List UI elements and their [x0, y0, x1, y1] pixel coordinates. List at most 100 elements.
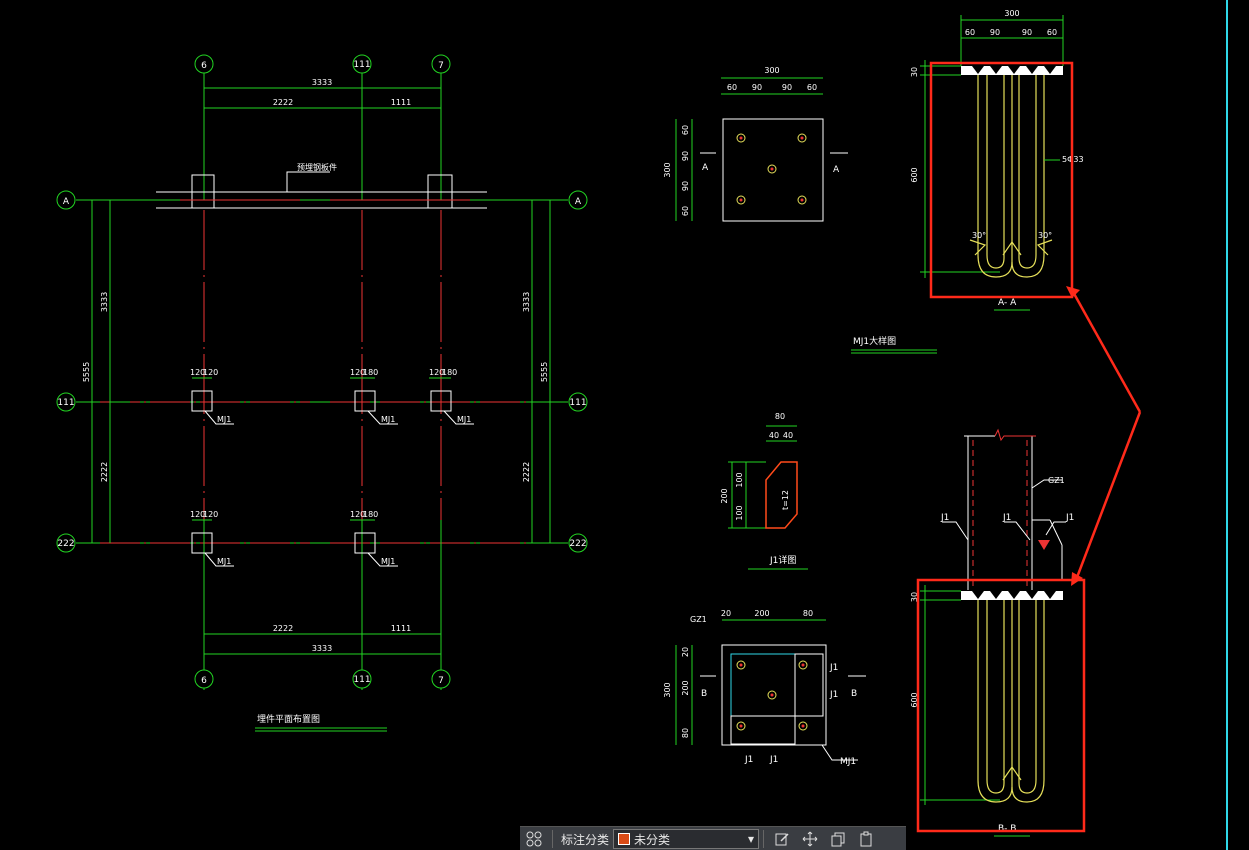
embed-mj1[interactable]: 120 180 MJ1 — [429, 368, 474, 425]
grid-bubble-6-bottom: 6 — [201, 676, 207, 686]
gz1-side-dim: 80 — [681, 728, 690, 738]
section-mark-b-left: B — [701, 689, 707, 699]
mj1-part: 90 — [752, 83, 762, 92]
dim-top-left: 2222 — [273, 98, 293, 107]
mj1-side-part: 60 — [681, 206, 690, 216]
embed-dim: 180 — [442, 368, 457, 377]
aa-plate: 30 — [910, 67, 919, 77]
grid-bubble-222-left: 222 — [57, 539, 74, 549]
gz1-label: GZ1 — [690, 615, 707, 624]
embed-dim: 120 — [190, 510, 205, 519]
j1-h1: 100 — [735, 472, 744, 487]
grid-bubble-111: 111 — [353, 60, 370, 70]
grid-bubble-222-right: 222 — [569, 539, 586, 549]
gz1-j1-label: J1 — [829, 663, 838, 673]
aa-part: 90 — [1022, 28, 1032, 37]
mj1-part: 90 — [782, 83, 792, 92]
grid-bubble-6: 6 — [201, 61, 207, 71]
selection-box-aa[interactable] — [929, 61, 1074, 299]
gz1-top-dim: 80 — [803, 609, 813, 618]
move-icon[interactable] — [799, 828, 821, 850]
grid-bubble-7-bottom: 7 — [438, 676, 444, 686]
embed-dim: 120 — [203, 510, 218, 519]
dim-top-right: 1111 — [391, 98, 411, 107]
chevron-down-icon: ▾ — [747, 832, 755, 846]
gz1-j1-label: J1 — [744, 755, 753, 765]
bb-label: B- B — [998, 824, 1016, 834]
selection-box-bb[interactable] — [916, 578, 1086, 833]
callout-arrowhead — [1066, 286, 1080, 298]
aa-part: 60 — [1047, 28, 1057, 37]
selection-annotations[interactable] — [916, 61, 1142, 833]
section-mark-a-left: A — [702, 163, 709, 173]
category-selected: 未分类 — [634, 832, 671, 847]
aa-angle-left: 30° — [972, 231, 986, 240]
mj1-side-part: 90 — [681, 181, 690, 191]
grid-apps-icon[interactable] — [523, 828, 545, 850]
j1-title: J1详图 — [769, 554, 796, 566]
embed-mj1[interactable]: 120 120 MJ1 — [190, 368, 234, 425]
aa-total: 300 — [1004, 9, 1019, 18]
aa-part: 60 — [965, 28, 975, 37]
dim-bottom-right: 1111 — [391, 624, 411, 633]
mj1-title: MJ1大样图 — [853, 335, 896, 347]
dim-bottom-left: 2222 — [273, 624, 293, 633]
aa-depth: 600 — [910, 167, 919, 182]
dim-right-upper: 3333 — [522, 292, 531, 312]
grid-bubble-A-right: A — [575, 197, 582, 207]
dim-right-total: 5555 — [540, 362, 549, 382]
gz1-side-dim: 20 — [681, 647, 690, 657]
toolbar-separator — [763, 830, 765, 848]
mj1-part: 60 — [727, 83, 737, 92]
mj1-part: 60 — [807, 83, 817, 92]
embed-dim: 120 — [429, 368, 444, 377]
j1-detail: 80 40 40 200 100 100 t=12 J1详图 — [720, 412, 808, 570]
gz1-top-dim: 20 — [721, 609, 731, 618]
annotation-toolbar: 标注分类 未分类 ▾ — [520, 826, 906, 850]
paste-icon[interactable] — [855, 828, 877, 850]
bb-plate: 30 — [910, 592, 919, 602]
gz1-side-total: 300 — [663, 682, 672, 697]
copy-icon[interactable] — [827, 828, 849, 850]
j1-total: 80 — [775, 412, 785, 421]
aa-angle-right: 30° — [1038, 231, 1052, 240]
grid-bubble-111-right: 111 — [569, 398, 586, 408]
embed-label: MJ1 — [217, 557, 231, 566]
grid-bubble-A-left: A — [63, 197, 70, 207]
embed-dim: 120 — [350, 510, 365, 519]
section-mark-b-right: B — [851, 689, 857, 699]
mj1-plan-detail: 300 60 90 90 60 300 60 90 90 60 A A MJ1大… — [663, 66, 937, 354]
grid-bubble-111-left: 111 — [57, 398, 74, 408]
plan-title: 埋件平面布置图 — [257, 713, 320, 725]
j1-height: 200 — [720, 488, 729, 503]
category-color-swatch — [618, 833, 631, 845]
edit-icon[interactable] — [771, 828, 793, 850]
embed-label: MJ1 — [217, 415, 231, 424]
gz1-side-dim: 200 — [681, 680, 690, 695]
embed-mj1[interactable]: 120 180 MJ1 — [350, 510, 398, 567]
bb-j1-label: J1 — [940, 513, 949, 523]
callout-arrow-line — [1070, 289, 1142, 413]
aa-label: A- A — [998, 298, 1017, 308]
toolbar-separator — [552, 830, 553, 848]
gz1-top-dim: 200 — [754, 609, 769, 618]
category-label: 标注分类 — [561, 832, 610, 847]
dim-left-total: 5555 — [82, 362, 91, 382]
gz1-j1-label: J1 — [829, 690, 838, 700]
embed-mj1[interactable]: 120 120 MJ1 — [190, 510, 234, 567]
gz1-mj1-label: MJ1 — [840, 757, 856, 767]
category-select[interactable]: 未分类 ▾ — [613, 829, 760, 849]
j1-part: 40 — [783, 431, 793, 440]
dim-bottom-total: 3333 — [312, 644, 332, 653]
embed-dim: 180 — [363, 510, 378, 519]
gz1-plan-detail: GZ1 20 200 80 300 20 200 80 B B J1 J1 J1… — [663, 609, 866, 767]
bb-j1-label: J1 — [1002, 513, 1011, 523]
embed-dim: 120 — [203, 368, 218, 377]
embed-dim: 180 — [363, 368, 378, 377]
grid-bubble-111-bottom: 111 — [353, 675, 370, 685]
mj1-total: 300 — [764, 66, 779, 75]
embed-mj1[interactable]: 120 180 MJ1 — [350, 368, 398, 425]
bb-j1-label: J1 — [1065, 513, 1074, 523]
